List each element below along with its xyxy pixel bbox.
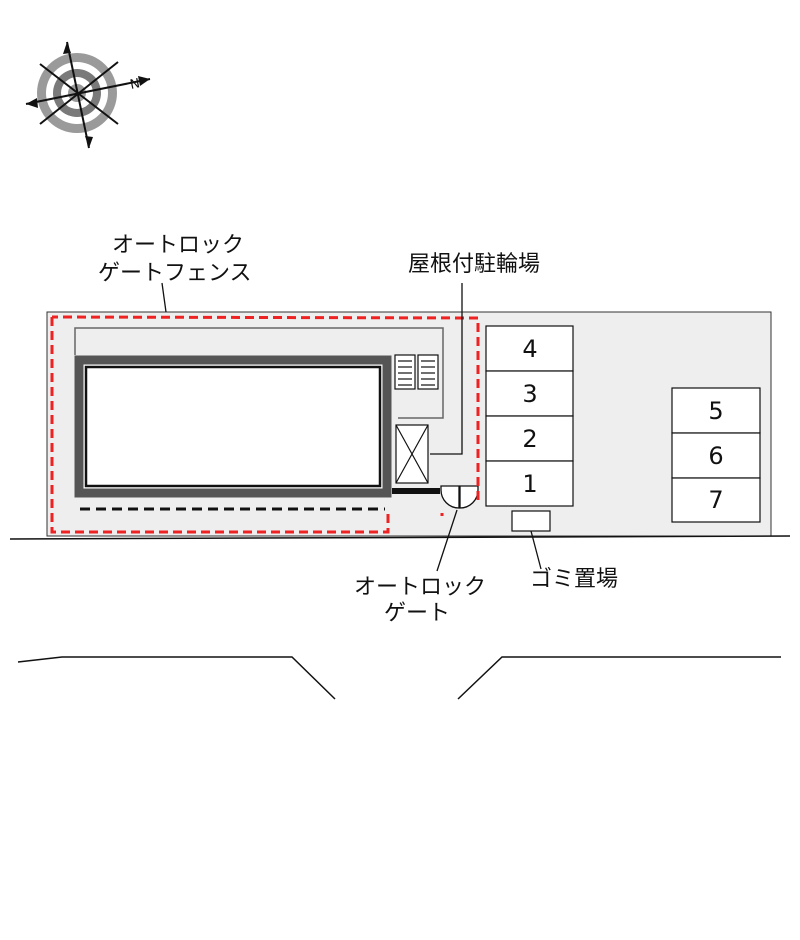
parking-number: 7 bbox=[708, 486, 723, 514]
parking-space bbox=[671, 432, 761, 479]
garbage-area-label: ゴミ置場 bbox=[530, 567, 618, 592]
parking-space bbox=[485, 370, 574, 417]
roads bbox=[9, 535, 791, 700]
compass-icon: N bbox=[25, 41, 151, 149]
parking-left-column: 4 3 2 1 bbox=[485, 325, 574, 507]
gate-door-icon bbox=[440, 485, 479, 509]
leader-lines bbox=[161, 282, 542, 572]
building-surround bbox=[74, 327, 444, 419]
autolock-fence-label-line2: ゲートフェンス bbox=[98, 261, 252, 286]
parking-number: 1 bbox=[522, 470, 537, 498]
parking-number: 3 bbox=[522, 380, 537, 408]
parking-space bbox=[485, 325, 574, 372]
bicycle-parking-icon bbox=[395, 424, 429, 484]
parking-space bbox=[485, 460, 574, 507]
parking-space bbox=[671, 387, 761, 434]
parking-number: 4 bbox=[522, 335, 537, 363]
garbage-area-icon bbox=[511, 510, 551, 532]
autolock-gate-label-line2: ゲート bbox=[384, 601, 450, 626]
vent-icon bbox=[394, 354, 439, 390]
bicycle-parking-label: 屋根付駐輪場 bbox=[408, 252, 540, 277]
parking-number: 2 bbox=[522, 425, 537, 453]
autolock-gate-label-line1: オートロック bbox=[354, 575, 486, 600]
parking-number: 6 bbox=[708, 442, 723, 470]
parking-number: 5 bbox=[708, 397, 723, 425]
building bbox=[74, 355, 392, 498]
autolock-fence bbox=[50, 315, 480, 534]
parking-right-column: 5 6 7 bbox=[671, 387, 761, 523]
autolock-fence-label-line1: オートロック bbox=[112, 233, 244, 258]
compass-north-label: N bbox=[129, 76, 142, 93]
parking-space bbox=[671, 477, 761, 523]
